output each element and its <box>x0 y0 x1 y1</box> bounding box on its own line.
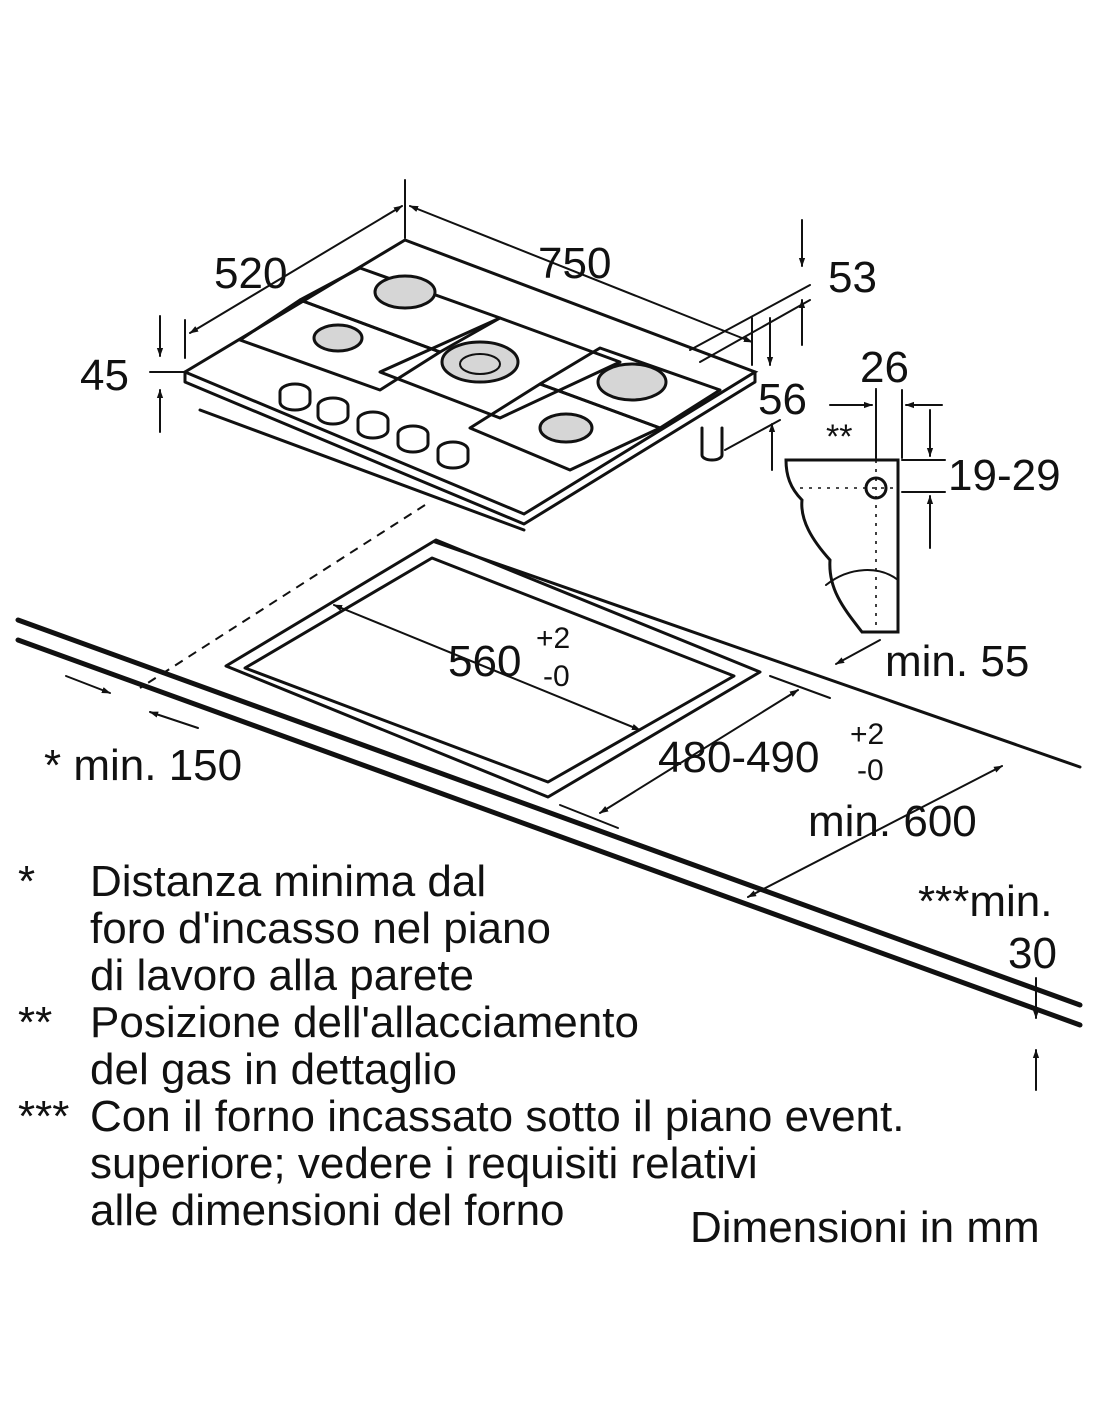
countertop-back-edge <box>433 540 1082 769</box>
label-56: 56 <box>758 375 807 424</box>
footnote-mark: *** <box>18 1092 70 1141</box>
footnote-line: foro d'incasso nel piano <box>90 904 551 953</box>
footnote-line: Con il forno incassato sotto il piano ev… <box>90 1092 905 1141</box>
label-min-30-line1: ***min. <box>918 877 1053 926</box>
knob-3 <box>356 410 390 440</box>
grate-front-right <box>468 382 662 472</box>
label-min-600: min. 600 <box>808 797 977 846</box>
footnote-line: alle dimensioni del forno <box>90 1186 565 1235</box>
dimension-lines <box>65 179 1040 1091</box>
knob-5 <box>436 440 470 470</box>
footnote-mark: ** <box>18 998 53 1047</box>
footnote-line: Distanza minima dal <box>90 857 487 906</box>
ref-line-480-top <box>769 675 831 699</box>
dim-arrow-min-150-left <box>65 675 111 694</box>
footnote-3: *** Con il forno incassato sotto il pian… <box>18 1093 1018 1234</box>
footnote-1: * Distanza minima dal foro d'incasso nel… <box>18 858 1018 999</box>
label-480-490-tol-lower: -0 <box>857 754 884 787</box>
label-480-490: 480-490 <box>658 733 819 782</box>
grate-center <box>378 316 622 420</box>
label-min-30-line2: 30 <box>1008 929 1057 978</box>
connection-profile-break <box>825 569 899 586</box>
label-560-tol-upper: +2 <box>536 622 570 655</box>
hob-base-edge <box>198 408 526 532</box>
dim-line-min-600 <box>747 765 1003 898</box>
knob-4 <box>396 424 430 454</box>
countertop <box>15 540 1083 1028</box>
footnote-2: ** Posizione dell'allacciamento del gas … <box>18 999 1018 1093</box>
burner-front-left <box>312 323 364 353</box>
footnote-line: Posizione dell'allacciamento <box>90 998 639 1047</box>
knob-2 <box>316 396 350 426</box>
ref-line-53b <box>699 299 811 363</box>
label-520: 520 <box>214 249 287 298</box>
knob-1 <box>278 382 312 412</box>
burner-front-right <box>538 412 594 444</box>
label-480-490-tol-upper: +2 <box>850 718 884 751</box>
label-19-29: 19-29 <box>948 451 1061 500</box>
ref-line-480-bottom <box>559 804 619 829</box>
burner-back-left <box>373 274 437 310</box>
footnote-line: del gas in dettaglio <box>90 1045 457 1094</box>
burner-wok-inner <box>459 353 501 375</box>
cutout-outline <box>224 538 762 799</box>
label-750: 750 <box>538 239 611 288</box>
footnote-mark: * <box>18 857 36 906</box>
connection-profile <box>784 458 900 634</box>
dim-line-520 <box>189 205 403 334</box>
label-connector-marker: ** <box>826 418 852 456</box>
footnotes: * Distanza minima dal foro d'incasso nel… <box>18 858 1018 1234</box>
burner-wok-center <box>440 340 520 384</box>
units-label: Dimensioni in mm <box>690 1203 1040 1252</box>
label-min-150: * min. 150 <box>44 741 242 790</box>
burner-back-right <box>596 362 668 402</box>
label-26: 26 <box>860 343 909 392</box>
gas-connection-detail <box>784 388 946 634</box>
hob-front-edge <box>183 370 757 526</box>
dim-arrow-min-150-right <box>149 711 199 729</box>
projection-line <box>139 504 426 689</box>
dim-line-750 <box>409 205 753 343</box>
label-560-tol-lower: -0 <box>543 660 570 693</box>
label-45: 45 <box>80 351 129 400</box>
ref-line-53a <box>689 284 811 351</box>
ref-line-56 <box>724 419 781 451</box>
dimension-labels: 520 750 45 53 56 26 ** 19-29 560 +2 -0 4… <box>44 239 1061 978</box>
label-min-55: min. 55 <box>885 637 1029 686</box>
dim-line-560 <box>333 604 641 731</box>
footnote-line: di lavoro alla parete <box>90 951 475 1000</box>
footnote-line: superiore; vedere i requisiti relativi <box>90 1139 758 1188</box>
countertop-edge-bottom <box>15 637 1083 1028</box>
countertop-edge-top <box>15 617 1083 1008</box>
control-knobs <box>278 382 470 470</box>
gas-connection-pipe <box>700 426 724 462</box>
dim-line-480-490 <box>599 689 799 814</box>
dim-arrow-min-55 <box>835 639 881 665</box>
label-560: 560 <box>448 637 521 686</box>
label-53: 53 <box>828 253 877 302</box>
